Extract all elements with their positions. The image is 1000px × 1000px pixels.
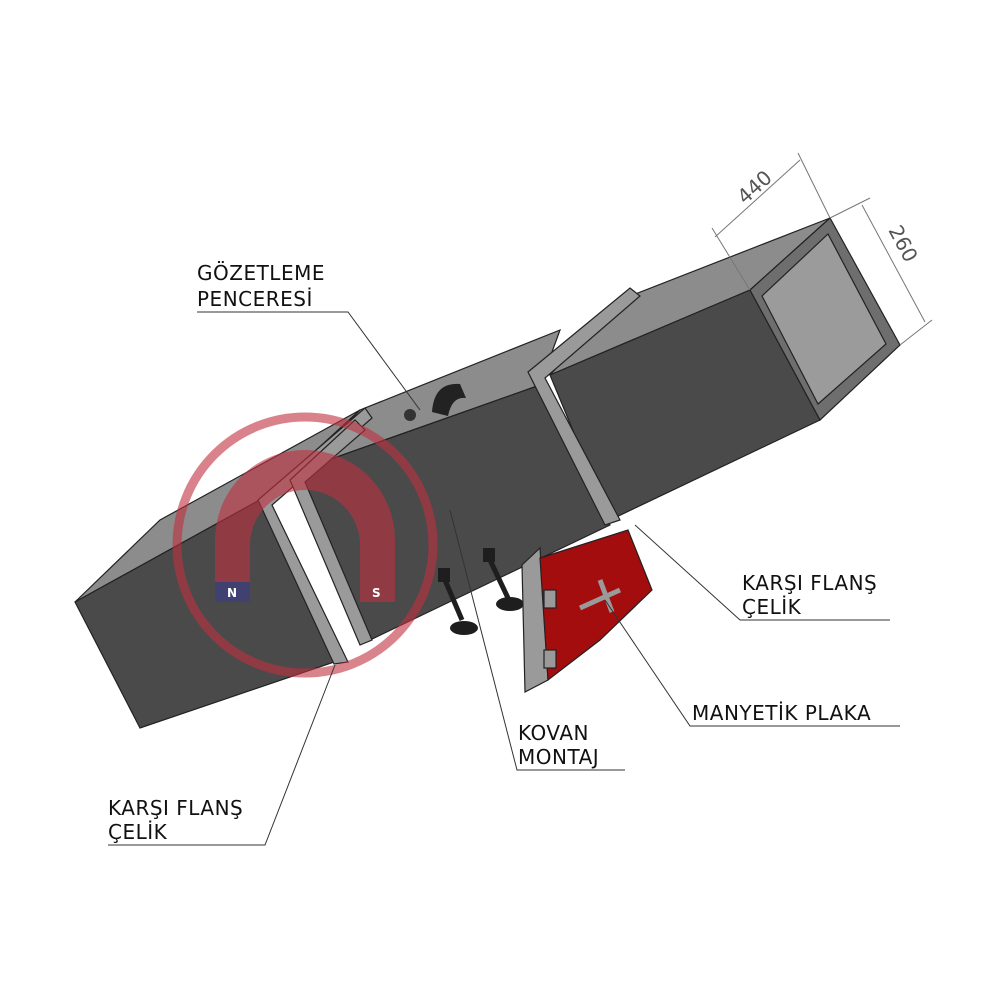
knob <box>496 597 524 611</box>
right-flange <box>527 287 641 526</box>
dimension-lines <box>711 152 933 346</box>
leader-lines <box>108 311 900 846</box>
right-duct-section <box>549 217 901 521</box>
label-counter-flange-left-line1: KARŞI FLANŞ <box>108 796 243 820</box>
logo-magnet <box>215 450 395 600</box>
bolt-head <box>483 548 495 562</box>
label-observation-window-line2: PENCERESİ <box>197 287 313 311</box>
logo-north-pole <box>215 582 250 602</box>
label-counter-flange-right-line1: KARŞI FLANŞ <box>742 571 877 595</box>
magnet-logo <box>172 412 438 678</box>
knob <box>450 621 478 635</box>
logo-north-letter: N <box>227 586 237 600</box>
logo-ring <box>172 412 438 678</box>
bolt-head <box>438 568 450 582</box>
label-counter-flange-right-line2: ÇELİK <box>742 595 802 619</box>
label-housing-mount-line2: MONTAJ <box>518 745 599 769</box>
observation-window <box>404 383 466 421</box>
right-duct-inner <box>761 233 887 405</box>
housing-mount-bolts <box>438 548 524 635</box>
label-observation-window-line1: GÖZETLEME <box>197 261 325 285</box>
label-magnetic-plate: MANYETİK PLAKA <box>692 701 871 725</box>
left-duct-front-face <box>74 496 341 729</box>
dimension-height: 260 <box>884 221 923 266</box>
label-counter-flange-left-line2: ÇELİK <box>108 820 168 844</box>
plate-clip <box>543 589 557 609</box>
window-bolt <box>404 409 416 421</box>
plate-clip <box>543 649 557 669</box>
label-housing-mount-line1: KOVAN <box>518 721 589 745</box>
logo-south-letter: S <box>372 586 381 600</box>
dimension-width: 440 <box>732 165 776 208</box>
window-handle <box>432 383 466 416</box>
logo-south-pole <box>360 582 395 602</box>
plate-body <box>539 529 653 682</box>
